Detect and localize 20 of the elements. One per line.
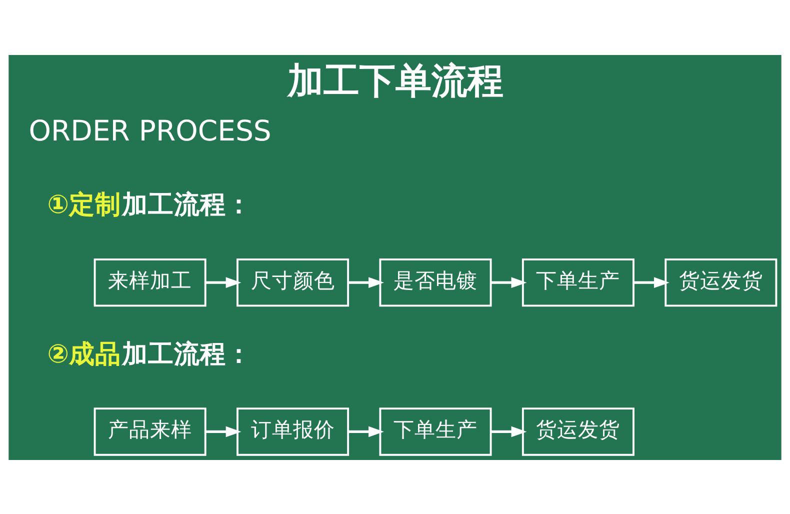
label: ①定制加工流程： xyxy=(47,190,252,220)
arrow xyxy=(348,426,384,437)
node-box: 尺寸颜色 xyxy=(236,258,350,306)
node-box: 下单生产 xyxy=(379,407,492,456)
node-box: 货运发货 xyxy=(664,258,778,306)
node-box: 下单生产 xyxy=(522,258,634,306)
arrow xyxy=(491,426,527,437)
arrow xyxy=(348,276,384,288)
label: ORDER PROCESS xyxy=(28,114,272,148)
node-box: 是否电镀 xyxy=(379,258,492,306)
node-box: 订单报价 xyxy=(236,407,350,456)
node-box: 货运发货 xyxy=(522,407,634,456)
node-box: 产品来样 xyxy=(94,407,206,456)
arrow xyxy=(206,276,242,288)
arrow xyxy=(206,426,242,437)
diagram-title: 加工下单流程 xyxy=(288,60,504,102)
node-box: 来样加工 xyxy=(94,258,206,306)
label: ②成品加工流程： xyxy=(47,338,252,369)
arrow xyxy=(491,276,527,288)
arrow xyxy=(634,276,670,288)
